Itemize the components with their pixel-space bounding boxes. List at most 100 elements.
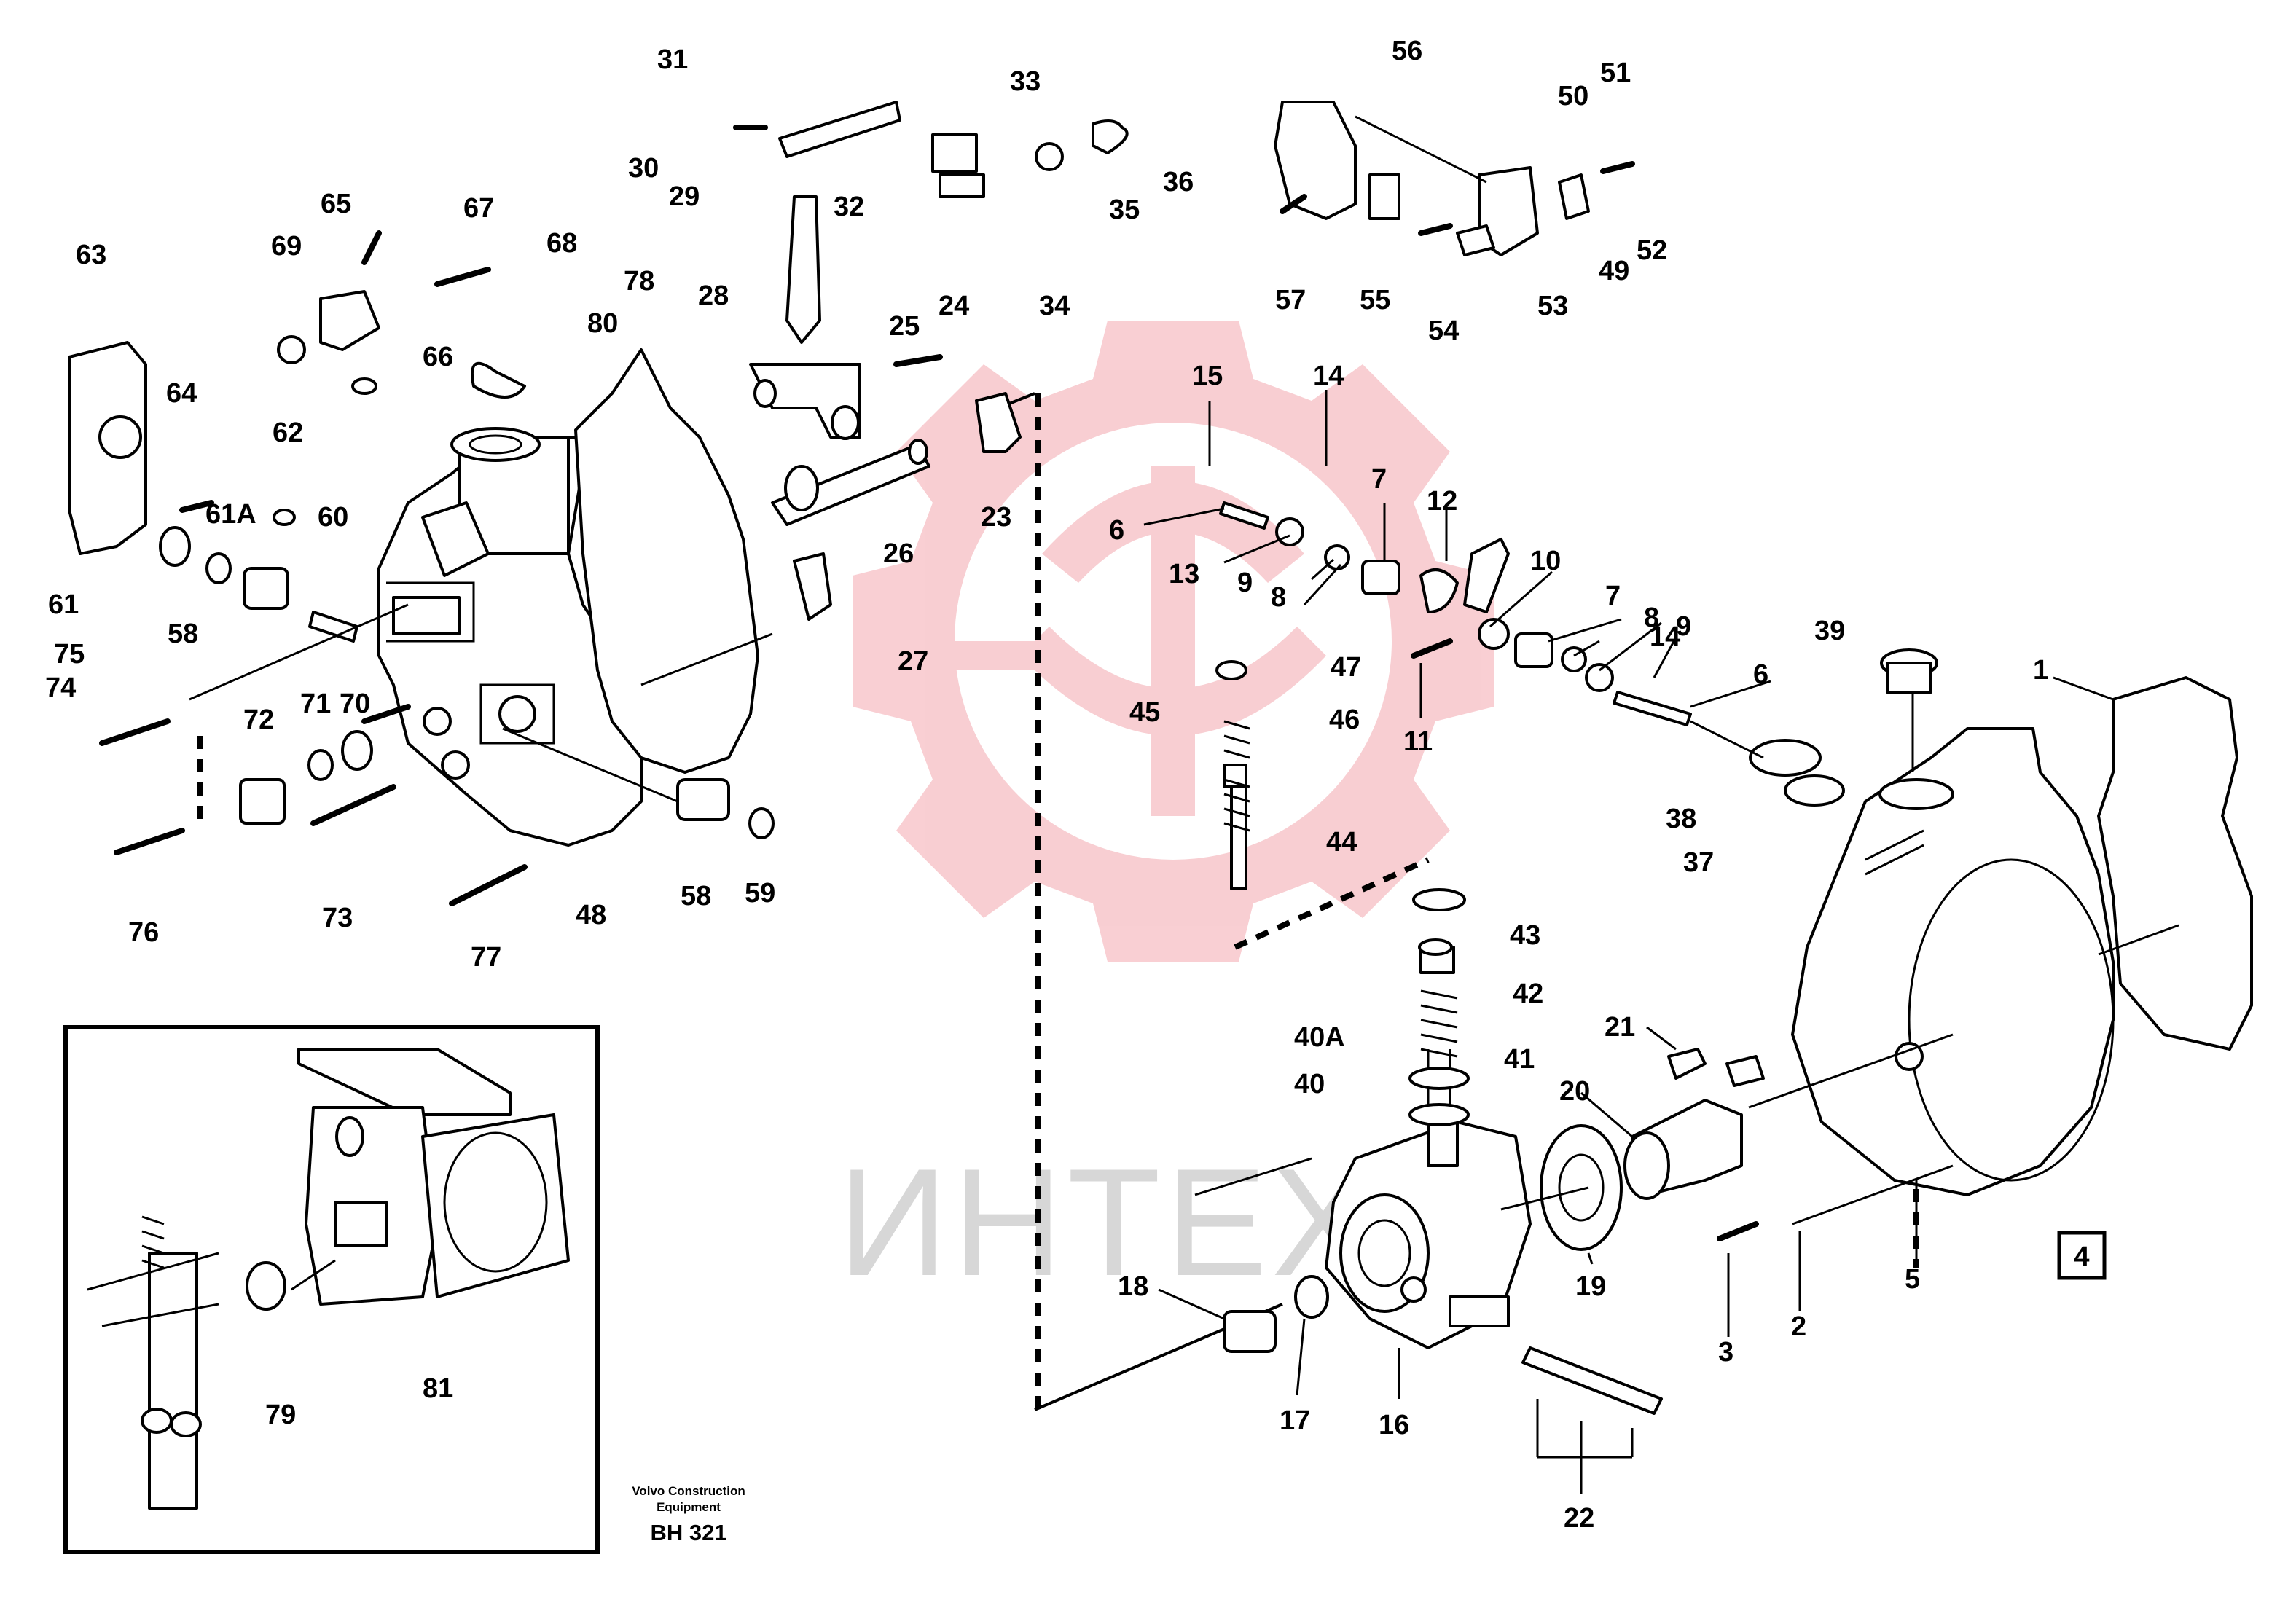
callout-label: 77	[471, 942, 501, 973]
callout-label: 65	[321, 189, 351, 219]
callout-label: 58	[168, 619, 198, 649]
lever-assembly	[749, 195, 1022, 621]
callout-label: 34	[1039, 291, 1070, 321]
watermark-logo	[853, 321, 1494, 962]
callout-label: 64	[166, 378, 197, 409]
coupling-parts	[1540, 1048, 1765, 1251]
pump-housing-left	[377, 427, 643, 847]
callout-label: 44	[1326, 827, 1357, 858]
callout-label: 35	[1109, 195, 1140, 225]
inset-detail	[63, 1025, 600, 1554]
drawing-ref: BH 321	[650, 1520, 726, 1545]
top-right-assembly	[1274, 101, 1590, 256]
parts-17-18	[1223, 1275, 1329, 1353]
callout-label: 48	[576, 900, 606, 930]
callout-label: 62	[273, 417, 303, 448]
page-number-box	[2057, 1231, 2107, 1280]
housing-right-5	[1791, 727, 2115, 1196]
callout-label: 18	[1118, 1271, 1148, 1302]
callout-label: 29	[669, 181, 700, 212]
callout-label: 46	[1329, 705, 1360, 735]
callout-label: 43	[1510, 920, 1540, 951]
callout-label: 21	[1605, 1012, 1635, 1043]
callout-label: 9	[1237, 568, 1253, 598]
callout-label: 73	[322, 903, 353, 933]
callout-label: 3	[1718, 1337, 1733, 1368]
callout-label: 37	[1683, 847, 1714, 878]
callout-label: 32	[834, 192, 864, 222]
gasket-78	[574, 348, 759, 774]
link-29	[778, 101, 1129, 198]
callout-label: 80	[587, 308, 618, 339]
callout-label: 7	[1605, 581, 1621, 611]
callout-label: 15	[1192, 361, 1223, 391]
callout-label: 61A	[205, 499, 256, 530]
callout-label: 55	[1360, 285, 1390, 315]
callout-label: 2	[1791, 1311, 1806, 1342]
screws	[99, 125, 1759, 1241]
callout-label: 28	[698, 281, 729, 311]
callout-label: 14	[1313, 361, 1344, 391]
callout-label: 59	[745, 878, 775, 909]
callout-label: 60	[318, 502, 348, 533]
callout-label: 78	[624, 266, 654, 297]
left-small-parts	[68, 290, 775, 839]
callout-label: 40	[1294, 1069, 1325, 1099]
callout-label: 16	[1379, 1410, 1409, 1440]
callout-label: 50	[1558, 81, 1588, 111]
credit-line2: Equipment	[657, 1500, 721, 1514]
callout-label: 8	[1271, 582, 1286, 613]
callout-label: 17	[1280, 1405, 1310, 1436]
callout-label: 36	[1163, 167, 1194, 197]
watermark-text: ИНТЕХ	[838, 1137, 1378, 1308]
callout-label: 5	[1905, 1264, 1920, 1295]
callout-label: 7	[1371, 464, 1387, 495]
connector-lines	[189, 115, 2179, 1225]
callout-label: 54	[1428, 315, 1459, 346]
callout-label: 57	[1275, 285, 1306, 315]
callout-label: 63	[76, 240, 106, 270]
callout-label: 70	[340, 689, 370, 719]
callout-label: 45	[1129, 697, 1160, 728]
callout-label: 1	[2033, 655, 2048, 686]
plug-parts-right	[1749, 648, 1938, 807]
callout-label: 25	[889, 311, 920, 342]
callout-label: 61	[48, 589, 79, 620]
callout-label: 31	[657, 44, 688, 75]
callout-label: 49	[1599, 256, 1629, 286]
spring-stack	[1408, 888, 1470, 1126]
callout-label: 58	[681, 881, 711, 911]
callout-label: 22	[1564, 1503, 1594, 1534]
callout-label: 53	[1537, 291, 1568, 321]
callout-label: 79	[265, 1400, 296, 1430]
callout-label: 75	[54, 639, 85, 670]
callout-label: 8	[1644, 603, 1659, 633]
callout-label: 38	[1666, 804, 1696, 834]
callout-label: 69	[271, 231, 302, 262]
callout-label: 6	[1109, 515, 1124, 546]
page-number: 4	[2074, 1241, 2089, 1272]
callout-label: 72	[243, 705, 274, 735]
callout-label: 39	[1814, 616, 1845, 646]
callout-label: 24	[939, 291, 969, 321]
callout-label: 67	[463, 193, 494, 224]
callout-label: 68	[546, 228, 577, 259]
callout-label: 41	[1504, 1044, 1535, 1075]
callout-label: 74	[45, 672, 76, 703]
callout-label: 71	[300, 689, 331, 719]
pin-22	[1521, 1346, 1663, 1415]
label-leaders	[1143, 390, 2114, 1494]
callout-label: 76	[128, 917, 159, 948]
callout-label: 47	[1331, 652, 1361, 683]
callout-label: 14	[1650, 621, 1680, 652]
callout-label: 40A	[1294, 1022, 1345, 1053]
callout-label: 27	[898, 646, 928, 677]
callout-label: 26	[883, 538, 914, 569]
callout-label: 10	[1530, 546, 1561, 576]
credit-line1: Volvo Construction	[632, 1484, 745, 1498]
callout-label: 20	[1559, 1076, 1590, 1107]
callout-label: 12	[1427, 486, 1457, 517]
callout-label: 9	[1676, 611, 1691, 642]
